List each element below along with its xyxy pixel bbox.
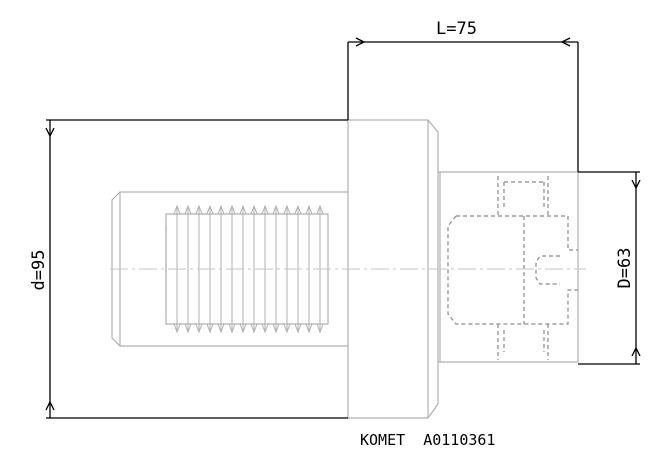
dimension-L-label: L=75 <box>436 19 477 39</box>
thread-crest <box>184 204 192 334</box>
hidden-upper-pocket <box>497 176 549 216</box>
dimension-D-label: D=63 <box>615 248 635 289</box>
dimension-d-label: d=95 <box>29 250 49 291</box>
hidden-lower-pocket <box>497 324 549 360</box>
dim-L-arrow-right <box>560 37 571 47</box>
shank-outline <box>438 171 579 363</box>
hidden-cavity <box>447 215 578 325</box>
dim-L-arrow-left <box>355 37 366 47</box>
thread-crest <box>272 204 280 334</box>
dimension-D <box>578 171 641 365</box>
hidden-features <box>447 176 578 360</box>
thread-crests <box>173 204 324 334</box>
dim-d-arrow-top <box>45 127 55 138</box>
dim-d-arrow-bottom <box>45 400 55 411</box>
dim-D-arrow-top <box>631 179 641 190</box>
part-caption: KOMET A0110361 <box>360 431 495 449</box>
hidden-pin <box>535 255 560 285</box>
dimension-d <box>45 119 348 419</box>
thread-crest <box>250 204 258 334</box>
dimension-L <box>347 37 579 172</box>
dim-D-arrow-bottom <box>631 346 641 357</box>
